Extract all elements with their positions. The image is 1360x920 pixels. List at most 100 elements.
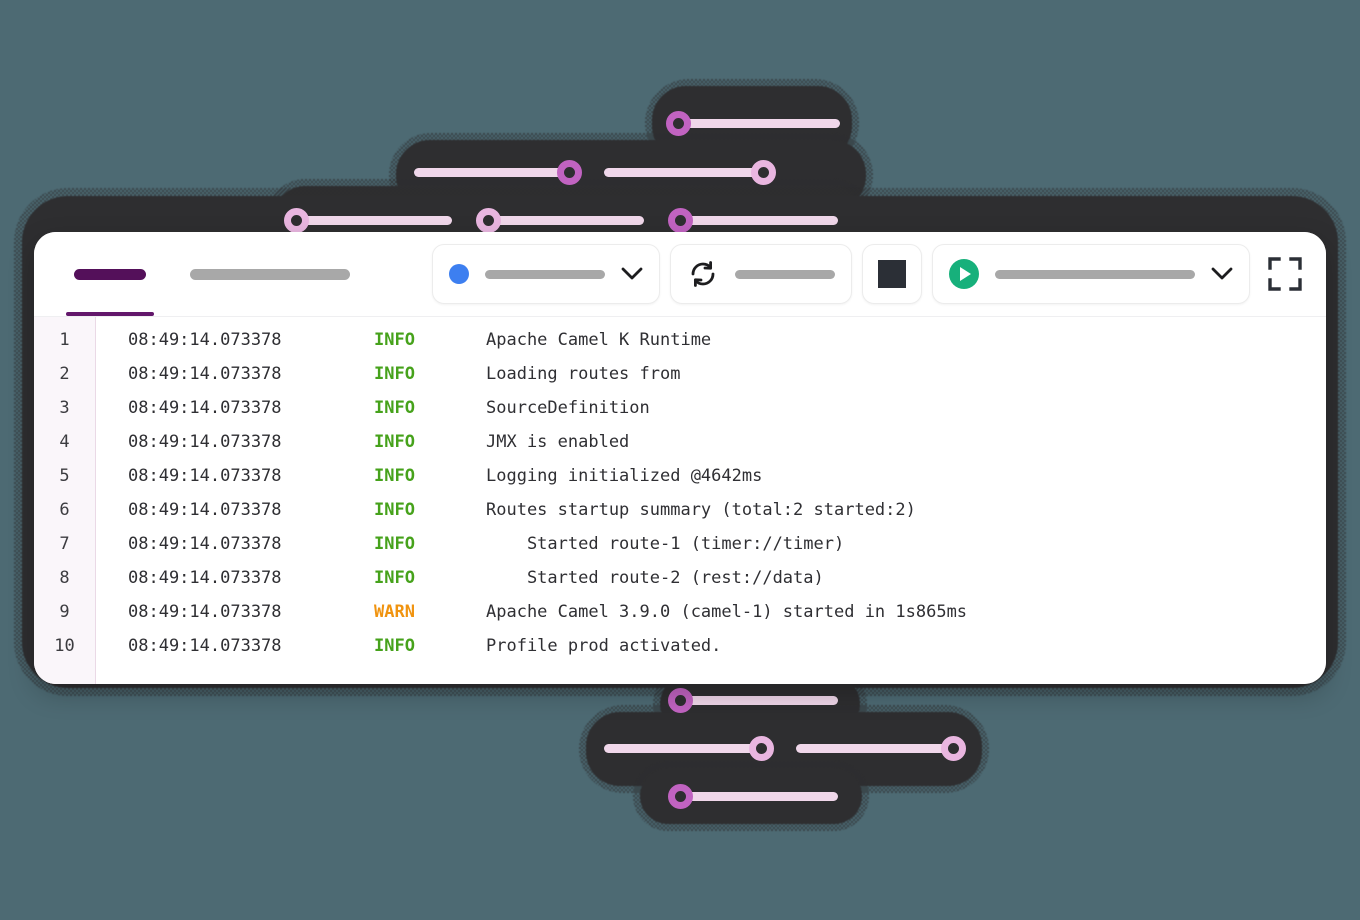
slider-track [674, 695, 838, 705]
line-number: 6 [59, 500, 70, 520]
log-timestamp: 08:49:14.073378 [128, 602, 282, 622]
decorative-blob-bottom-3 [633, 761, 869, 831]
decorative-blob-bottom-1 [653, 669, 867, 739]
log-row[interactable]: 08:49:14.073378 INFO Started route-2 (res… [96, 561, 1326, 595]
log-timestamp: 08:49:14.073378 [128, 534, 282, 554]
log-message: Started route-2 (rest://data) [486, 568, 824, 588]
slider-track [674, 215, 838, 225]
log-message: Loading routes from [486, 364, 681, 384]
slider-track [672, 118, 840, 128]
chevron-down-icon [621, 267, 643, 280]
fullscreen-expand-icon[interactable] [1266, 255, 1304, 293]
slider-knob [476, 207, 501, 233]
play-circle-icon [949, 259, 979, 289]
namespace-select-value [485, 269, 605, 279]
tab-logs-label [74, 268, 146, 280]
slider-track [674, 791, 838, 801]
log-message: Started route-1 (timer://timer) [486, 534, 845, 554]
slider-knob [284, 207, 309, 233]
tab-events-label [190, 268, 350, 280]
slider-track [796, 743, 960, 753]
slider-knob [941, 735, 966, 761]
slider-knob [668, 783, 693, 809]
log-message: Logging initialized @4642ms [486, 466, 763, 486]
log-timestamp: 08:49:14.073378 [128, 500, 282, 520]
slider-knob [666, 110, 691, 136]
slider-bot-4 [668, 783, 838, 809]
log-level-badge: INFO [374, 398, 415, 418]
slider-top-5 [476, 207, 644, 233]
log-row[interactable]: 08:49:14.073378 INFO Profile prod activate… [96, 629, 1326, 663]
line-number: 4 [59, 432, 70, 452]
slider-knob [749, 735, 774, 761]
play-triangle-icon [960, 267, 971, 281]
log-level-badge: INFO [374, 500, 415, 520]
run-select-value [995, 269, 1195, 279]
line-number: 8 [59, 568, 70, 588]
log-timestamp: 08:49:14.073378 [128, 636, 282, 656]
tab-events[interactable] [190, 232, 350, 316]
log-timestamp: 08:49:14.073378 [128, 568, 282, 588]
slider-track [414, 167, 576, 177]
slider-bot-1 [668, 687, 838, 713]
log-row[interactable]: 08:49:14.073378 INFO Logging initialized @… [96, 459, 1326, 493]
log-timestamp: 08:49:14.073378 [128, 432, 282, 452]
slider-knob [751, 159, 776, 185]
log-row[interactable]: 08:49:14.073378 INFO JMX is enabled [96, 425, 1326, 459]
log-level-badge: INFO [374, 568, 415, 588]
log-level-badge: INFO [374, 330, 415, 350]
log-level-badge: INFO [374, 364, 415, 384]
namespace-select[interactable] [432, 244, 660, 304]
line-number: 7 [59, 534, 70, 554]
slider-knob [668, 207, 693, 233]
line-number: 1 [59, 330, 70, 350]
tab-logs[interactable] [66, 232, 154, 316]
log-row[interactable]: 08:49:14.073378 INFO Started route-1 (tim… [96, 527, 1326, 561]
tab-bar [34, 232, 350, 316]
log-message: Apache Camel K Runtime [486, 330, 712, 350]
log-row[interactable]: 08:49:14.073378 INFO Loading routes from [96, 357, 1326, 391]
log-level-badge: INFO [374, 432, 415, 452]
slider-knob [668, 687, 693, 713]
refresh-button[interactable] [670, 244, 852, 304]
log-row[interactable]: 08:49:14.073378 INFO Routes startup summar… [96, 493, 1326, 527]
refresh-button-label [735, 269, 835, 279]
decorative-blob-top-2 [389, 133, 873, 217]
line-number: 2 [59, 364, 70, 384]
decorative-blob-top-1 [645, 79, 859, 167]
sync-refresh-icon [691, 261, 715, 287]
slider-top-2 [414, 159, 582, 185]
run-select[interactable] [932, 244, 1250, 304]
log-message: SourceDefinition [486, 398, 650, 418]
stop-button[interactable] [862, 244, 922, 304]
slider-bot-3 [796, 735, 966, 761]
slider-top-4 [284, 207, 452, 233]
log-timestamp: 08:49:14.073378 [128, 364, 282, 384]
line-number: 5 [59, 466, 70, 486]
slider-top-6 [668, 207, 838, 233]
slider-top-1 [666, 110, 840, 136]
slider-track [604, 743, 768, 753]
log-message: Routes startup summary (total:2 started:… [486, 500, 916, 520]
slider-track [604, 167, 770, 177]
blue-dot-icon [449, 264, 469, 284]
log-level-badge: INFO [374, 466, 415, 486]
line-number: 10 [54, 636, 75, 656]
log-level-badge: INFO [374, 636, 415, 656]
log-message: JMX is enabled [486, 432, 630, 452]
line-number: 9 [59, 602, 70, 622]
log-level-badge: WARN [374, 602, 415, 622]
slider-track [290, 215, 452, 225]
log-level-badge: INFO [374, 534, 415, 554]
log-message: Profile prod activated. [486, 636, 722, 656]
slider-top-3 [604, 159, 776, 185]
log-timestamp: 08:49:14.073378 [128, 466, 282, 486]
slider-knob [557, 159, 582, 185]
